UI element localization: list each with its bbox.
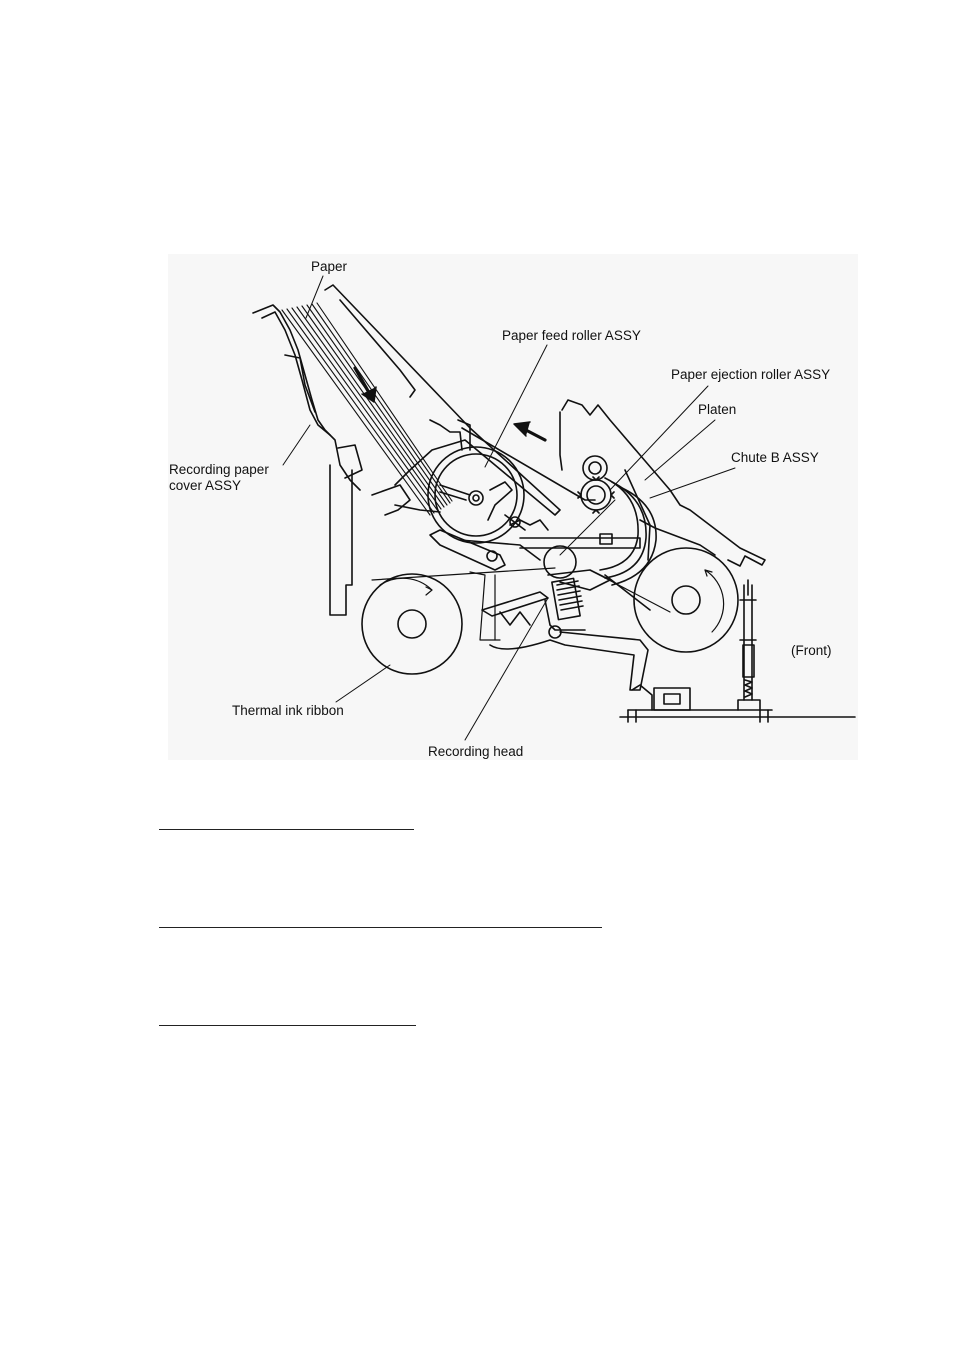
paper-feed-roller [427, 446, 526, 544]
lower-link-arm [489, 625, 649, 691]
chute-b-guide [599, 469, 657, 586]
label-recording-paper-cover-line1: Recording paper [169, 462, 269, 477]
section-rule-1 [159, 829, 414, 830]
ribbon-path [371, 567, 671, 641]
front-latch [739, 579, 757, 701]
recording-paper-cover [252, 304, 363, 616]
label-paper: Paper [311, 259, 348, 274]
section-rule-2 [159, 927, 602, 928]
platen-roller [543, 545, 577, 579]
label-chute-b: Chute B ASSY [731, 450, 819, 465]
front-base-plate [619, 684, 856, 723]
label-recording-paper-cover-line2: cover ASSY [169, 478, 242, 493]
ribbon-supply-roll [361, 573, 463, 675]
lower-feed-lever [429, 529, 541, 571]
ribbon-takeup-roll [633, 547, 739, 653]
paper-direction-arrows [353, 366, 547, 442]
label-platen: Platen [698, 402, 737, 417]
label-thermal-ink-ribbon: Thermal ink ribbon [232, 703, 344, 718]
label-paper-feed-roller: Paper feed roller ASSY [502, 328, 641, 343]
section-rule-3 [159, 1025, 416, 1026]
label-recording-head: Recording head [428, 744, 524, 759]
paper-stack [281, 302, 453, 516]
leader-lines [282, 275, 736, 741]
upper-paper-guide [324, 284, 561, 516]
rear-frame [461, 399, 766, 567]
label-front: (Front) [791, 643, 832, 658]
paper-ejection-roller [577, 455, 615, 514]
label-paper-ejection-roller: Paper ejection roller ASSY [671, 367, 831, 382]
